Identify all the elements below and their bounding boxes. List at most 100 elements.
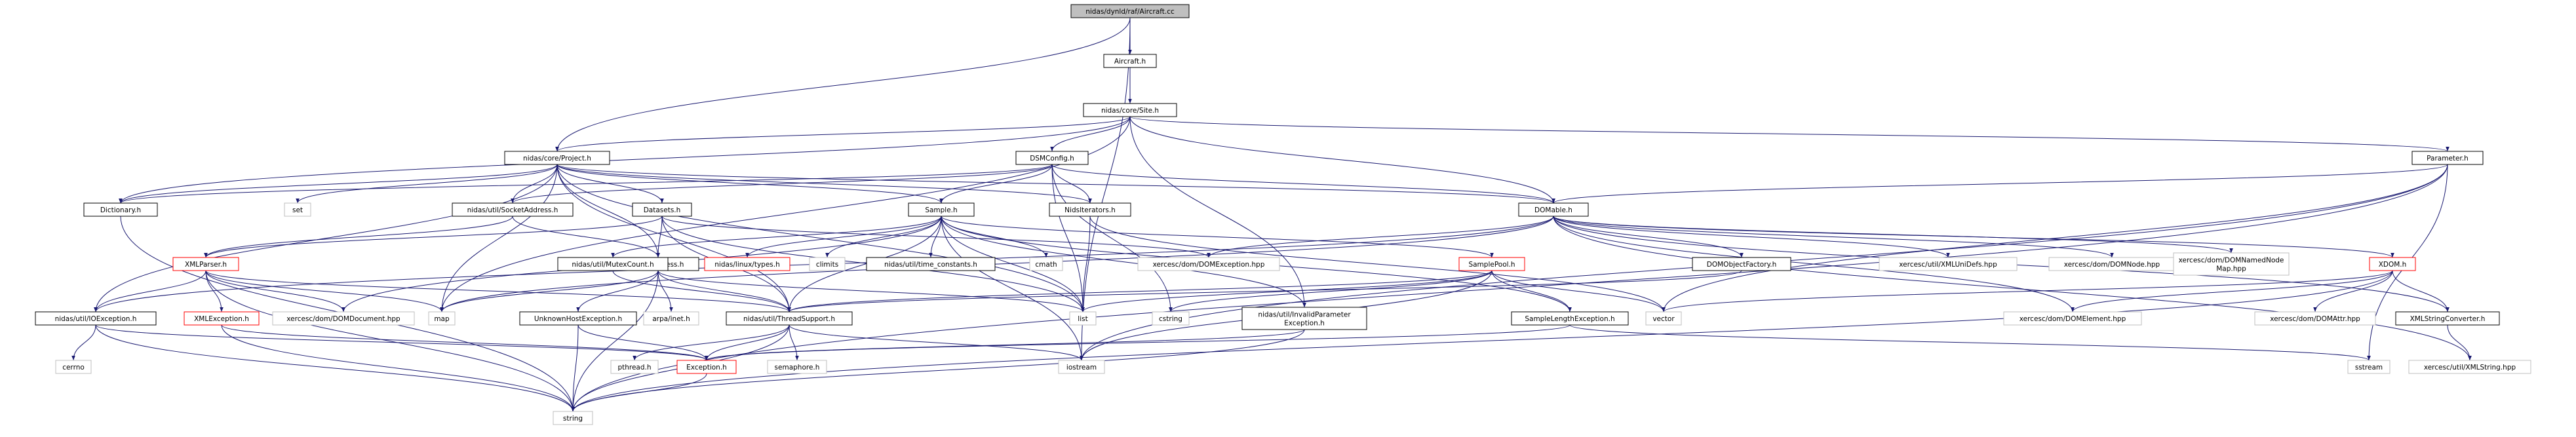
edge: [1050, 116, 1131, 152]
node-nidas-dynld-raf-aircraft-cc[interactable]: nidas/dynld/raf/Aircraft.cc: [1070, 4, 1190, 18]
node-box: [55, 360, 92, 374]
node-list: list: [1069, 311, 1097, 326]
node-label: cmath: [1035, 261, 1057, 269]
edge: [1569, 324, 2371, 361]
node-nidas-util-socketaddress-h[interactable]: nidas/util/SocketAddress.h: [452, 202, 574, 217]
node-nidas-core-site-h[interactable]: nidas/core/Site.h: [1083, 103, 1177, 117]
edge: [1051, 164, 1173, 313]
node-label: nidas/util/SocketAddress.h: [467, 206, 558, 214]
node-nidas-core-project-h[interactable]: nidas/core/Project.h: [504, 151, 610, 165]
node-string: string: [553, 411, 593, 425]
node-box: [2173, 252, 2290, 276]
node-nidas-linux-types-h[interactable]: nidas/linux/types.h: [704, 257, 790, 271]
edge: [941, 216, 1494, 258]
node-domobjectfactory-h[interactable]: DOMObjectFactory.h: [1692, 257, 1791, 271]
node-xmlparser-h[interactable]: XMLParser.h: [172, 257, 239, 271]
edge: [611, 216, 942, 258]
node-label: XDOM.h: [2379, 261, 2407, 269]
node-climits: climits: [809, 257, 846, 271]
edge: [1129, 116, 1306, 308]
edge: [657, 270, 791, 313]
node-label: arpa/inet.h: [652, 315, 690, 323]
node-label: xercesc/dom/DOMException.hpp: [1153, 261, 1265, 269]
edge: [296, 164, 558, 204]
edge: [1553, 216, 1744, 258]
node-dictionary-h[interactable]: Dictionary.h: [83, 202, 158, 217]
node-label: xercesc/dom/DOMAttr.hpp: [2270, 315, 2360, 323]
edge: [612, 270, 791, 313]
node-box: [184, 311, 260, 326]
node-label: nidas/util/IOException.h: [55, 315, 137, 323]
edge: [657, 270, 1085, 313]
node-xmlstringconverter-h[interactable]: XMLStringConverter.h: [2395, 311, 2500, 326]
node-box: [1137, 257, 1280, 271]
edge: [787, 216, 942, 313]
edge: [577, 324, 709, 361]
edge: [1551, 164, 2448, 204]
node-label: iostream: [1066, 364, 1097, 371]
edge: [1553, 216, 2075, 313]
edge: [119, 116, 1131, 204]
node-box: [1103, 54, 1157, 68]
edge: [1129, 116, 1555, 204]
node-cmath: cmath: [1029, 257, 1063, 271]
node-datasets-h[interactable]: Datasets.h: [632, 202, 692, 217]
node-box: [452, 202, 574, 217]
node-cstring: cstring: [1152, 311, 1190, 326]
edge: [1491, 270, 1572, 313]
node-dsmconfig-h[interactable]: DSMConfig.h: [1015, 151, 1089, 165]
node-nidas-util-threadsupport-h[interactable]: nidas/util/ThreadSupport.h: [726, 311, 853, 326]
node-box: [2411, 151, 2484, 165]
node-label: XMLParser.h: [185, 261, 227, 269]
edge: [204, 216, 513, 258]
node-exception-h[interactable]: Exception.h: [676, 360, 737, 374]
node-nidas-util-mutexcount-h[interactable]: nidas/util/MutexCount.h: [557, 257, 669, 271]
node-xmlexception-h[interactable]: XMLException.h: [184, 311, 260, 326]
node-box: [1083, 103, 1177, 117]
node-cerrno: cerrno: [55, 360, 92, 374]
node-xercesc-dom-domelement-hpp: xercesc/dom/DOMElement.hpp: [2003, 311, 2142, 326]
node-nidsiterators-h[interactable]: NidsIterators.h: [1049, 202, 1131, 217]
edge: [440, 216, 1554, 313]
edge: [789, 324, 799, 361]
node-box: [1152, 311, 1190, 326]
node-label: Exception.h: [686, 364, 727, 371]
node-sample-h[interactable]: Sample.h: [908, 202, 975, 217]
node-samplepool-h[interactable]: SamplePool.h: [1458, 257, 1525, 271]
node-nidas-util-ioexception-h[interactable]: nidas/util/IOException.h: [35, 311, 157, 326]
node-unknownhostexception-h[interactable]: UnknownHostException.h: [519, 311, 637, 326]
edge: [440, 164, 558, 313]
node-label: nidas/util/InvalidParameter: [1258, 311, 1351, 319]
node-box: [272, 311, 415, 326]
node-box: [1518, 202, 1589, 217]
node-label: xercesc/util/XMLUniDefs.hpp: [1899, 261, 1997, 269]
node-label: string: [563, 415, 583, 423]
node-parameter-h[interactable]: Parameter.h: [2411, 151, 2484, 165]
node-label: set: [292, 206, 303, 214]
node-box: [1069, 311, 1097, 326]
node-label: pthread.h: [617, 364, 651, 371]
edge: [705, 324, 790, 361]
node-label: DOMObjectFactory.h: [1707, 261, 1776, 269]
node-domable-h[interactable]: DOMable.h: [1518, 202, 1589, 217]
node-label: XMLStringConverter.h: [2410, 315, 2486, 323]
node-xdom-h[interactable]: XDOM.h: [2369, 257, 2416, 271]
node-vector: vector: [1645, 311, 1682, 326]
node-label: nidas/util/ThreadSupport.h: [743, 315, 835, 323]
node-samplelengthexception-h[interactable]: SampleLengthException.h: [1511, 311, 1629, 326]
edge: [2392, 270, 2449, 313]
edge: [2313, 270, 2393, 313]
node-nidas-util-time-constants-h[interactable]: nidas/util/time_constants.h: [866, 257, 996, 271]
node-aircraft-h[interactable]: Aircraft.h: [1103, 54, 1157, 68]
node-xercesc-dom-domattr-hpp: xercesc/dom/DOMAttr.hpp: [2254, 311, 2376, 326]
edge: [939, 164, 1053, 204]
node-label: NidsIterators.h: [1064, 206, 1116, 214]
node-box: [1645, 311, 1682, 326]
node-label: XMLException.h: [194, 315, 249, 323]
edge: [511, 164, 558, 204]
edge: [555, 17, 1131, 152]
node-label: cerrno: [62, 364, 85, 371]
node-box: [2395, 311, 2500, 326]
